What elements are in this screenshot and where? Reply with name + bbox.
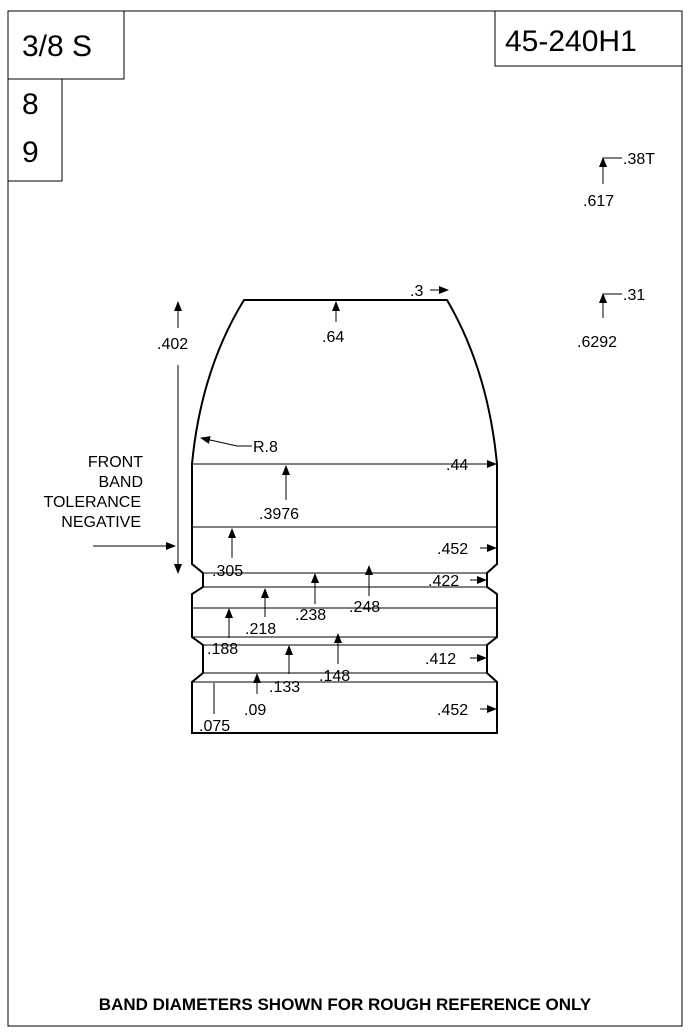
diam-base-band-label: .452 [437,702,468,719]
mold-number: 45-240H1 [505,25,637,58]
front-band-len-label: .3976 [259,506,299,523]
note1-value: .617 [583,193,614,210]
bullet-profile [191,299,498,734]
band2-lower-label: .188 [207,641,238,658]
mold-number-box [494,10,683,67]
front-band-note-1: FRONT [88,454,143,471]
note2-value: .6292 [577,334,617,351]
nose-flat-label: .3 [410,283,423,300]
caliber-label: 3/8 S [22,30,92,63]
groove2-lower-label: .133 [269,679,300,696]
cavities-line-2: 9 [22,136,39,169]
diam-front-band-label: .452 [437,541,468,558]
groove1-end-label: .248 [349,599,380,616]
front-band-note-3: TOLERANCE [43,494,141,511]
band2-end-label: .218 [245,621,276,638]
nose-length-label: .64 [322,329,344,346]
overall-front-label: .402 [157,336,188,353]
base-band-len-label: .075 [199,718,230,735]
cavities-box [7,78,63,182]
diam-ogive-end-label: .44 [446,457,468,474]
base-band-top-label: .09 [244,702,266,719]
caliber-box [7,10,125,80]
groove1-start-label: .305 [212,563,243,580]
drawing-border [7,10,683,1027]
front-band-note-2: BAND [99,474,143,491]
ogive-radius-label: R.8 [253,439,278,456]
ogive-radius-leader [200,436,252,447]
diam-groove1-label: .422 [428,573,459,590]
cavities-line-1: 8 [22,88,39,121]
note1-label: .38T [623,151,655,168]
footer-note: BAND DIAMETERS SHOWN FOR ROUGH REFERENCE… [99,995,592,1014]
diam-groove2-label: .412 [425,651,456,668]
front-band-note-4: NEGATIVE [61,514,141,531]
band2-start-label: .238 [295,607,326,624]
groove2-top-label: .148 [319,668,350,685]
note2-label: .31 [623,287,645,304]
